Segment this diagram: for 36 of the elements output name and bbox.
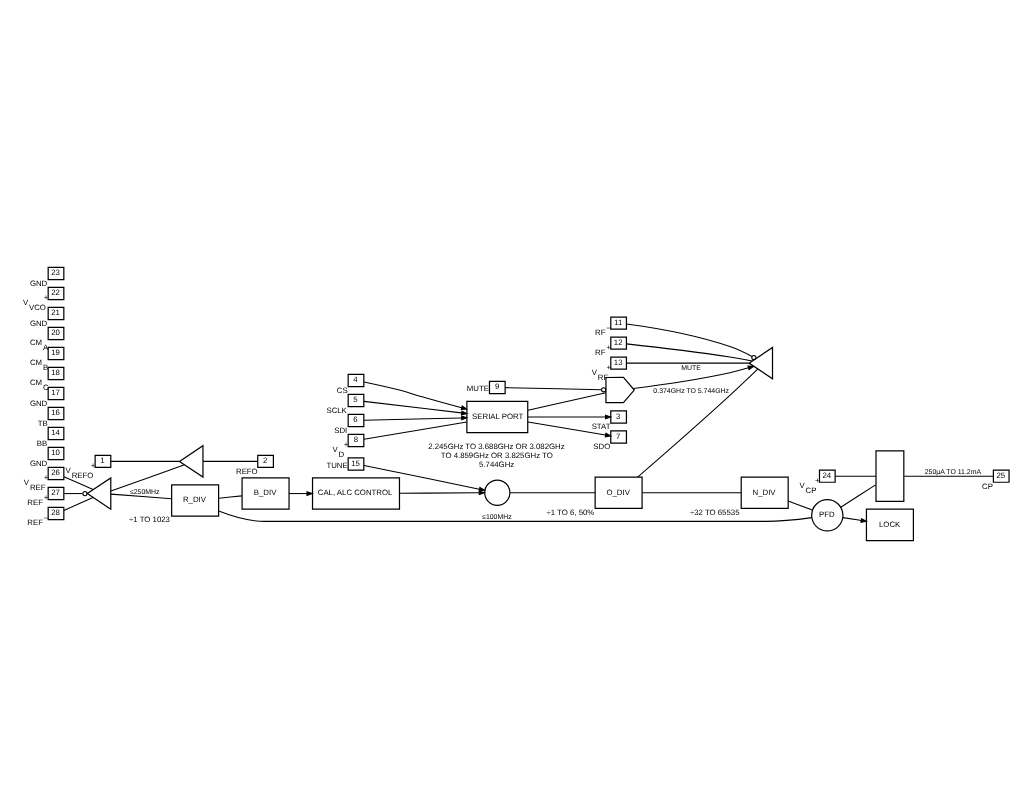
arrow [363, 380, 469, 410]
connector [834, 474, 877, 476]
connector [641, 491, 742, 493]
connector [218, 509, 813, 521]
arrow [399, 489, 486, 495]
node-gate [605, 375, 636, 403]
connector [840, 483, 877, 507]
arrow [842, 516, 868, 522]
connector [637, 367, 759, 477]
connector [202, 459, 259, 461]
connector [625, 361, 750, 363]
node-triangle [86, 475, 112, 510]
connector [63, 489, 88, 496]
connector [63, 475, 94, 490]
node-box [875, 449, 905, 501]
connector [527, 391, 607, 410]
arrow [527, 413, 613, 419]
arrow [363, 463, 487, 491]
connector [625, 342, 753, 361]
connector [63, 496, 94, 510]
connector [110, 492, 173, 499]
arrow [632, 364, 755, 388]
connector [504, 386, 607, 392]
arrow [527, 420, 613, 437]
connector [787, 499, 813, 510]
arrow [363, 399, 469, 415]
connector [218, 494, 243, 498]
node-circle [484, 478, 511, 505]
connector [363, 420, 468, 439]
arrow [363, 414, 469, 420]
connector [509, 491, 596, 493]
node-triangle [178, 443, 204, 478]
connector [110, 459, 180, 461]
connector [626, 322, 757, 360]
connector [903, 474, 994, 476]
connector [110, 463, 186, 491]
